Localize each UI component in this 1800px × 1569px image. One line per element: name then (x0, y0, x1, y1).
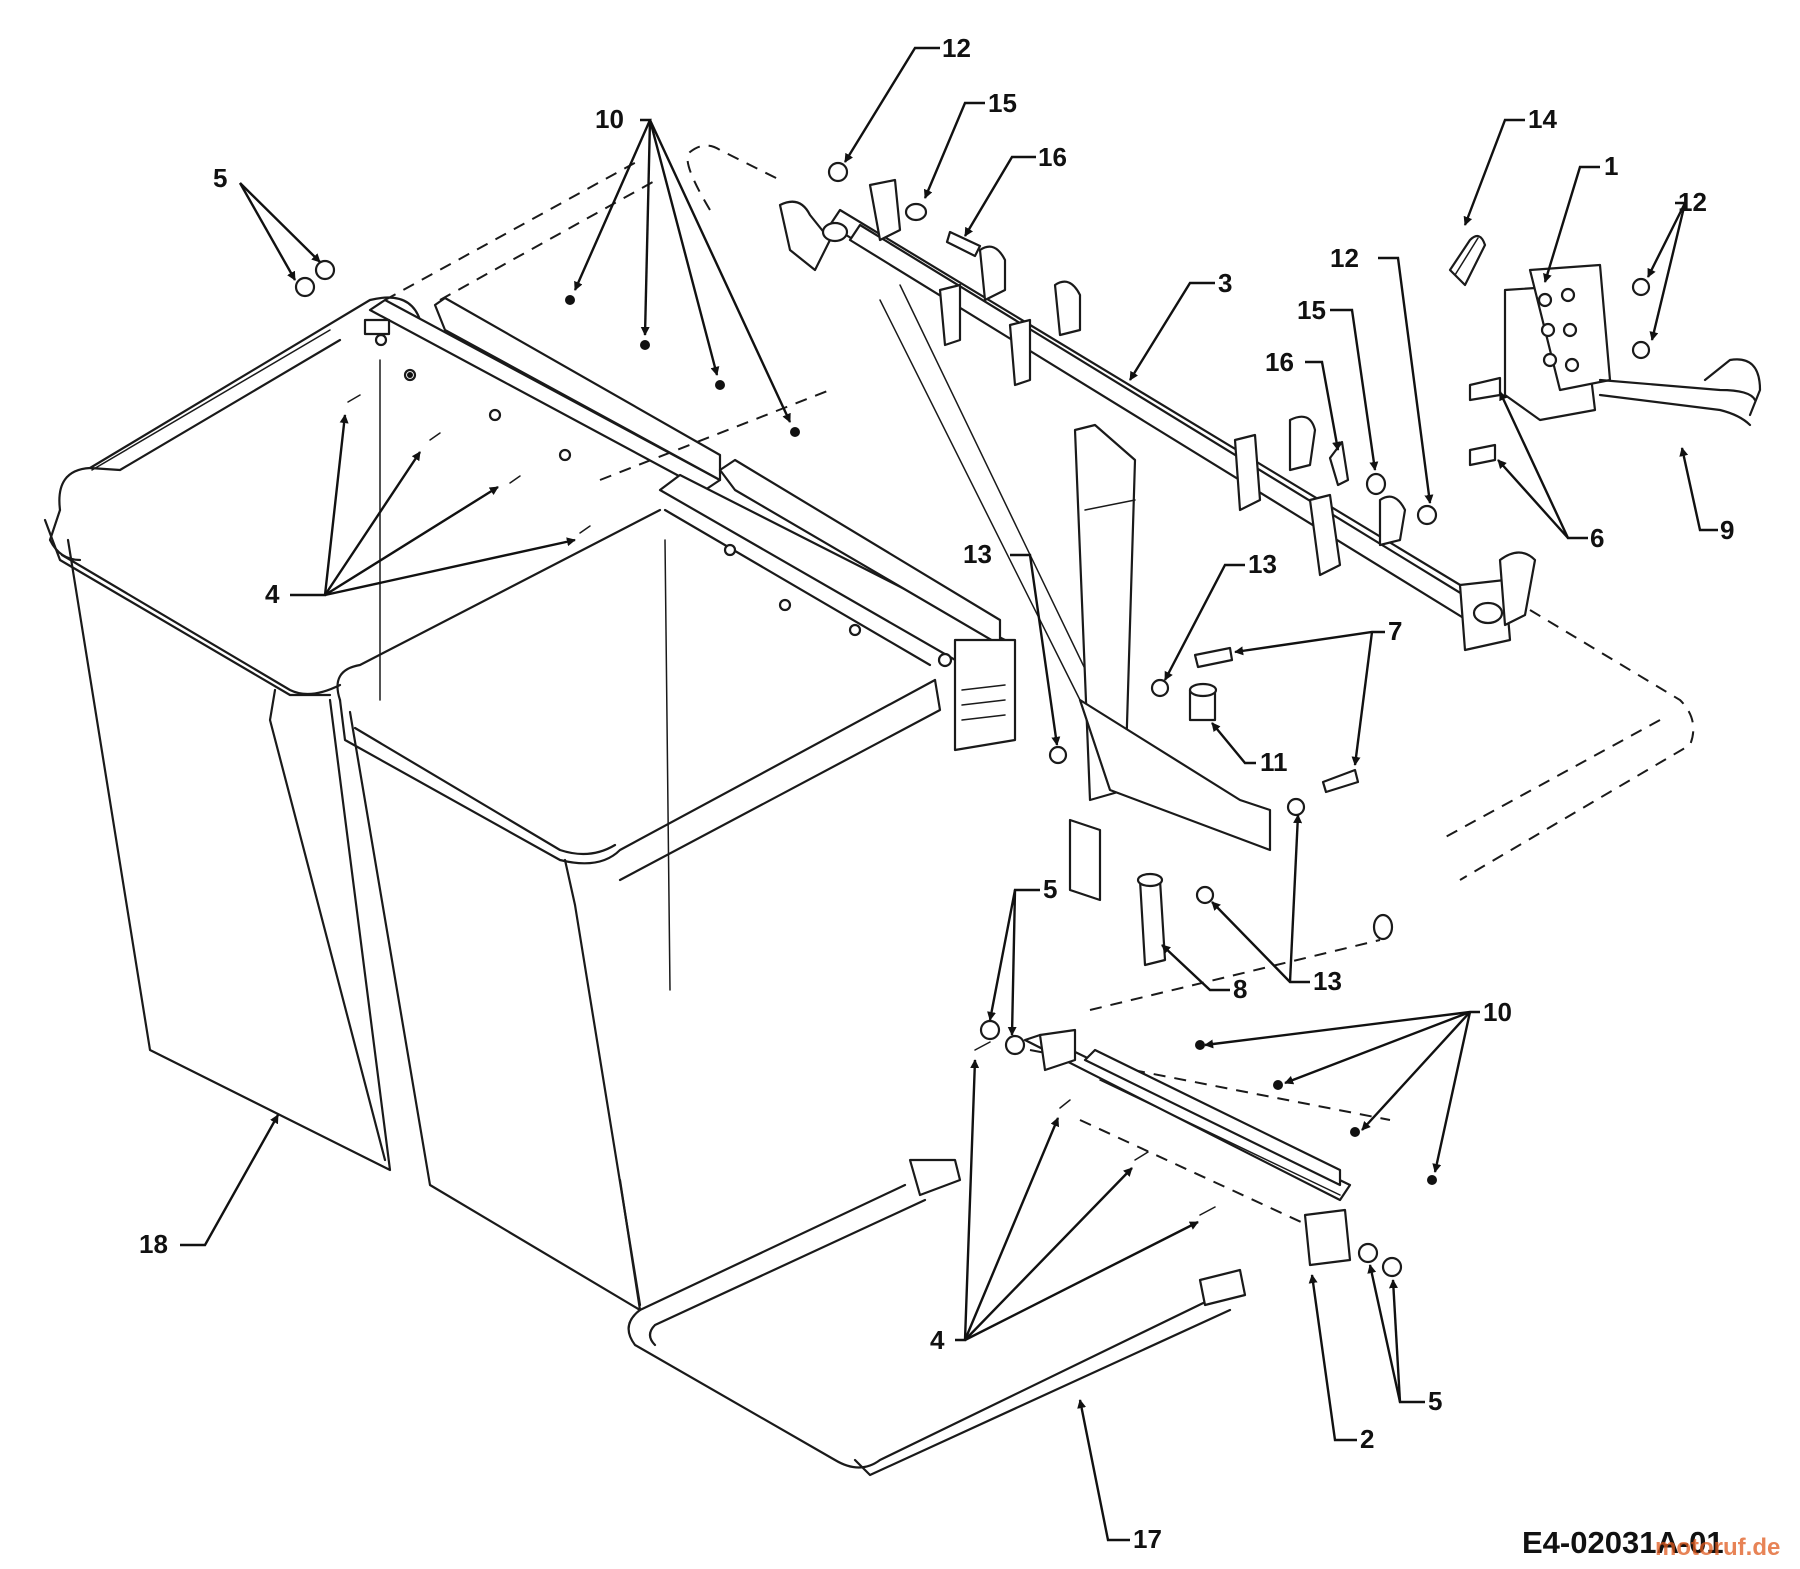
callout-12: 12 (1330, 243, 1359, 273)
callout-17: 17 (1133, 1524, 1162, 1554)
callout-13: 13 (1313, 966, 1342, 996)
hitch-frame (778, 178, 1537, 902)
callout-16: 16 (1265, 347, 1294, 377)
callout-15: 15 (1297, 295, 1326, 325)
callout-10: 10 (595, 104, 624, 134)
callout-16: 16 (1038, 142, 1067, 172)
watermark: motoruf.de (1655, 1534, 1780, 1561)
callout-9: 9 (1720, 515, 1734, 545)
callout-13: 13 (1248, 549, 1277, 579)
callout-12: 12 (942, 33, 971, 63)
callout-4: 4 (930, 1325, 945, 1355)
callout-5: 5 (1428, 1386, 1442, 1416)
callout-15: 15 (988, 88, 1017, 118)
callout-1: 1 (1604, 151, 1618, 181)
callout-14: 14 (1528, 104, 1557, 134)
callout-5: 5 (1043, 874, 1057, 904)
clip-pin (1448, 234, 1487, 287)
bag-rail-upper (363, 296, 1017, 752)
callout-6: 6 (1590, 523, 1604, 553)
hitch-pin (1598, 358, 1762, 427)
callout-4: 4 (265, 579, 280, 609)
leader-lines (180, 46, 1718, 1542)
callout-3: 3 (1218, 268, 1232, 298)
grass-bag-left (43, 296, 422, 1172)
hitch-plate (1503, 263, 1612, 422)
callout-labels: 12 15 16 10 5 4 3 14 1 12 12 15 16 6 9 1… (139, 33, 1734, 1554)
callout-2: 2 (1360, 1424, 1374, 1454)
hardware (294, 161, 1651, 1278)
callout-12: 12 (1678, 187, 1707, 217)
callout-8: 8 (1233, 974, 1247, 1004)
grass-bag-right (336, 508, 942, 1312)
bag-handle (627, 1158, 1247, 1477)
callout-18: 18 (139, 1229, 168, 1259)
callout-13: 13 (963, 539, 992, 569)
callout-11: 11 (1260, 747, 1288, 777)
mount-post (1136, 872, 1167, 967)
diagram-code: E4-02031A-01 (1522, 1525, 1724, 1560)
phantom-lines (384, 144, 1695, 1241)
callout-10: 10 (1483, 997, 1512, 1027)
callout-7: 7 (1388, 616, 1402, 646)
callout-5: 5 (213, 163, 227, 193)
bag-rail-lower (1023, 1028, 1352, 1267)
